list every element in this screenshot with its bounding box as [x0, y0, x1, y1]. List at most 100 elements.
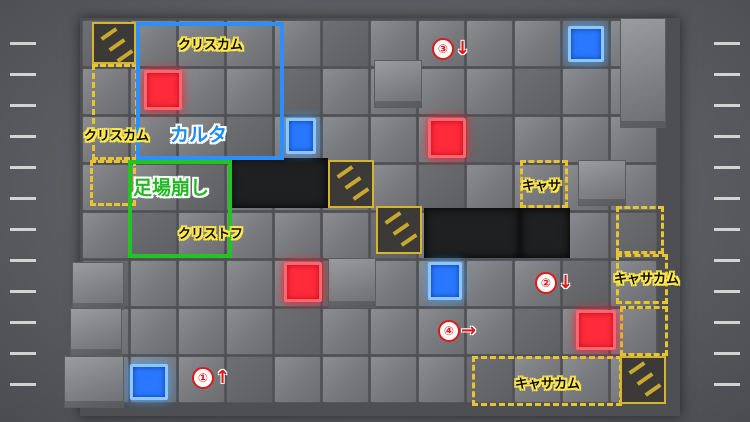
lane-dash: [714, 166, 740, 169]
blue-cube-icon: [286, 118, 316, 154]
pit: [230, 158, 328, 208]
step-2-number: ②: [535, 272, 557, 294]
floor-tile: [466, 260, 513, 307]
label-karuta: カルタ: [170, 124, 228, 146]
crack-tile: [620, 356, 666, 404]
floor-tile: [274, 308, 321, 355]
lane-dash: [714, 259, 740, 262]
kaarta-zone-box: [136, 22, 284, 160]
lane-dash: [714, 104, 740, 107]
pit: [520, 208, 570, 258]
crack-tile: [376, 206, 422, 254]
arrow-down-icon: ↓: [558, 272, 574, 293]
floor-tile: [322, 356, 369, 403]
blue-cube-icon: [568, 26, 604, 62]
step-4: ④ →: [438, 320, 476, 342]
floor-tile: [514, 68, 561, 115]
label-kyasa: キャサ: [522, 179, 562, 194]
raised-block: [70, 308, 122, 356]
floor-tile: [226, 308, 273, 355]
raised-block: [328, 258, 376, 308]
floor-tile: [178, 68, 225, 115]
raised-block: [620, 18, 666, 128]
step-4-number: ④: [438, 320, 460, 342]
floor-tile: [418, 164, 465, 211]
floor-tile: [178, 20, 225, 67]
floor-tile: [226, 212, 273, 259]
floor-tile: [322, 116, 369, 163]
floor-tile: [418, 356, 465, 403]
floor-tile: [370, 164, 417, 211]
lane-dash: [714, 135, 740, 138]
floor-tile: [514, 356, 561, 403]
floor-tile: [130, 212, 177, 259]
lane-dash: [10, 290, 36, 293]
floor-tile: [226, 68, 273, 115]
floor-tile: [178, 116, 225, 163]
label-kurisutofu: クリストフ: [178, 227, 244, 242]
label-kyasakamu-bottom: キャサカム: [515, 377, 581, 392]
raised-block: [64, 356, 124, 408]
lane-dash: [714, 290, 740, 293]
hazard-outline: [92, 64, 138, 160]
floor-tile: [466, 68, 513, 115]
floor-tile: [370, 260, 417, 307]
floor-tile: [370, 308, 417, 355]
floor-tile: [466, 164, 513, 211]
raised-block: [72, 262, 124, 310]
lane-dash: [10, 135, 36, 138]
floor-tile: [178, 308, 225, 355]
floor-tile: [226, 356, 273, 403]
arrow-down-icon: ↓: [455, 38, 471, 59]
lane-dash: [10, 73, 36, 76]
arrow-up-icon: ↑: [215, 367, 231, 388]
lane-dash: [10, 166, 36, 169]
floor-tile: [226, 116, 273, 163]
red-cube-icon: [576, 310, 616, 350]
lane-dash: [10, 383, 36, 386]
floor-tile: [178, 212, 225, 259]
floor-tile: [178, 260, 225, 307]
label-kyasakamu-right: キャサカム: [614, 272, 680, 287]
floor-tile: [130, 308, 177, 355]
blue-cube-icon: [428, 262, 462, 300]
floor-tile: [562, 68, 609, 115]
lane-dash: [714, 73, 740, 76]
floor-tile: [466, 20, 513, 67]
floor-tile: [514, 116, 561, 163]
step-1-number: ①: [192, 367, 214, 389]
lane-dash: [10, 259, 36, 262]
crack-tile: [328, 160, 374, 208]
step-3-number: ③: [432, 38, 454, 60]
lane-dash: [10, 104, 36, 107]
lane-dash: [714, 197, 740, 200]
label-kurisukamu-left: クリスカム: [84, 129, 150, 144]
lane-dash: [714, 42, 740, 45]
label-kurisukamu-top: クリスカム: [178, 38, 244, 53]
hazard-outline: [520, 160, 568, 208]
hazard-outline: [90, 160, 136, 206]
game-board: [80, 18, 680, 416]
step-3: ③ ↓: [432, 38, 470, 60]
pit: [424, 208, 520, 258]
floor-tile: [226, 260, 273, 307]
lane-dash: [714, 352, 740, 355]
floor-tile: [562, 356, 609, 403]
floor-tile: [514, 308, 561, 355]
floor-tile: [466, 116, 513, 163]
floor-tile: [130, 260, 177, 307]
lane-dash: [10, 321, 36, 324]
floor-tile: [322, 68, 369, 115]
red-cube-icon: [428, 118, 466, 158]
floor-tile: [514, 20, 561, 67]
red-cube-icon: [144, 70, 182, 110]
lane-dash: [10, 42, 36, 45]
label-ashiba-kuzushi: 足場崩し: [133, 177, 210, 199]
red-cube-icon: [284, 262, 322, 302]
floor-tile: [322, 308, 369, 355]
hazard-outline: [616, 254, 668, 304]
arrow-right-icon: →: [461, 320, 477, 341]
floor-tile: [274, 212, 321, 259]
step-2: ② ↓: [535, 272, 573, 294]
